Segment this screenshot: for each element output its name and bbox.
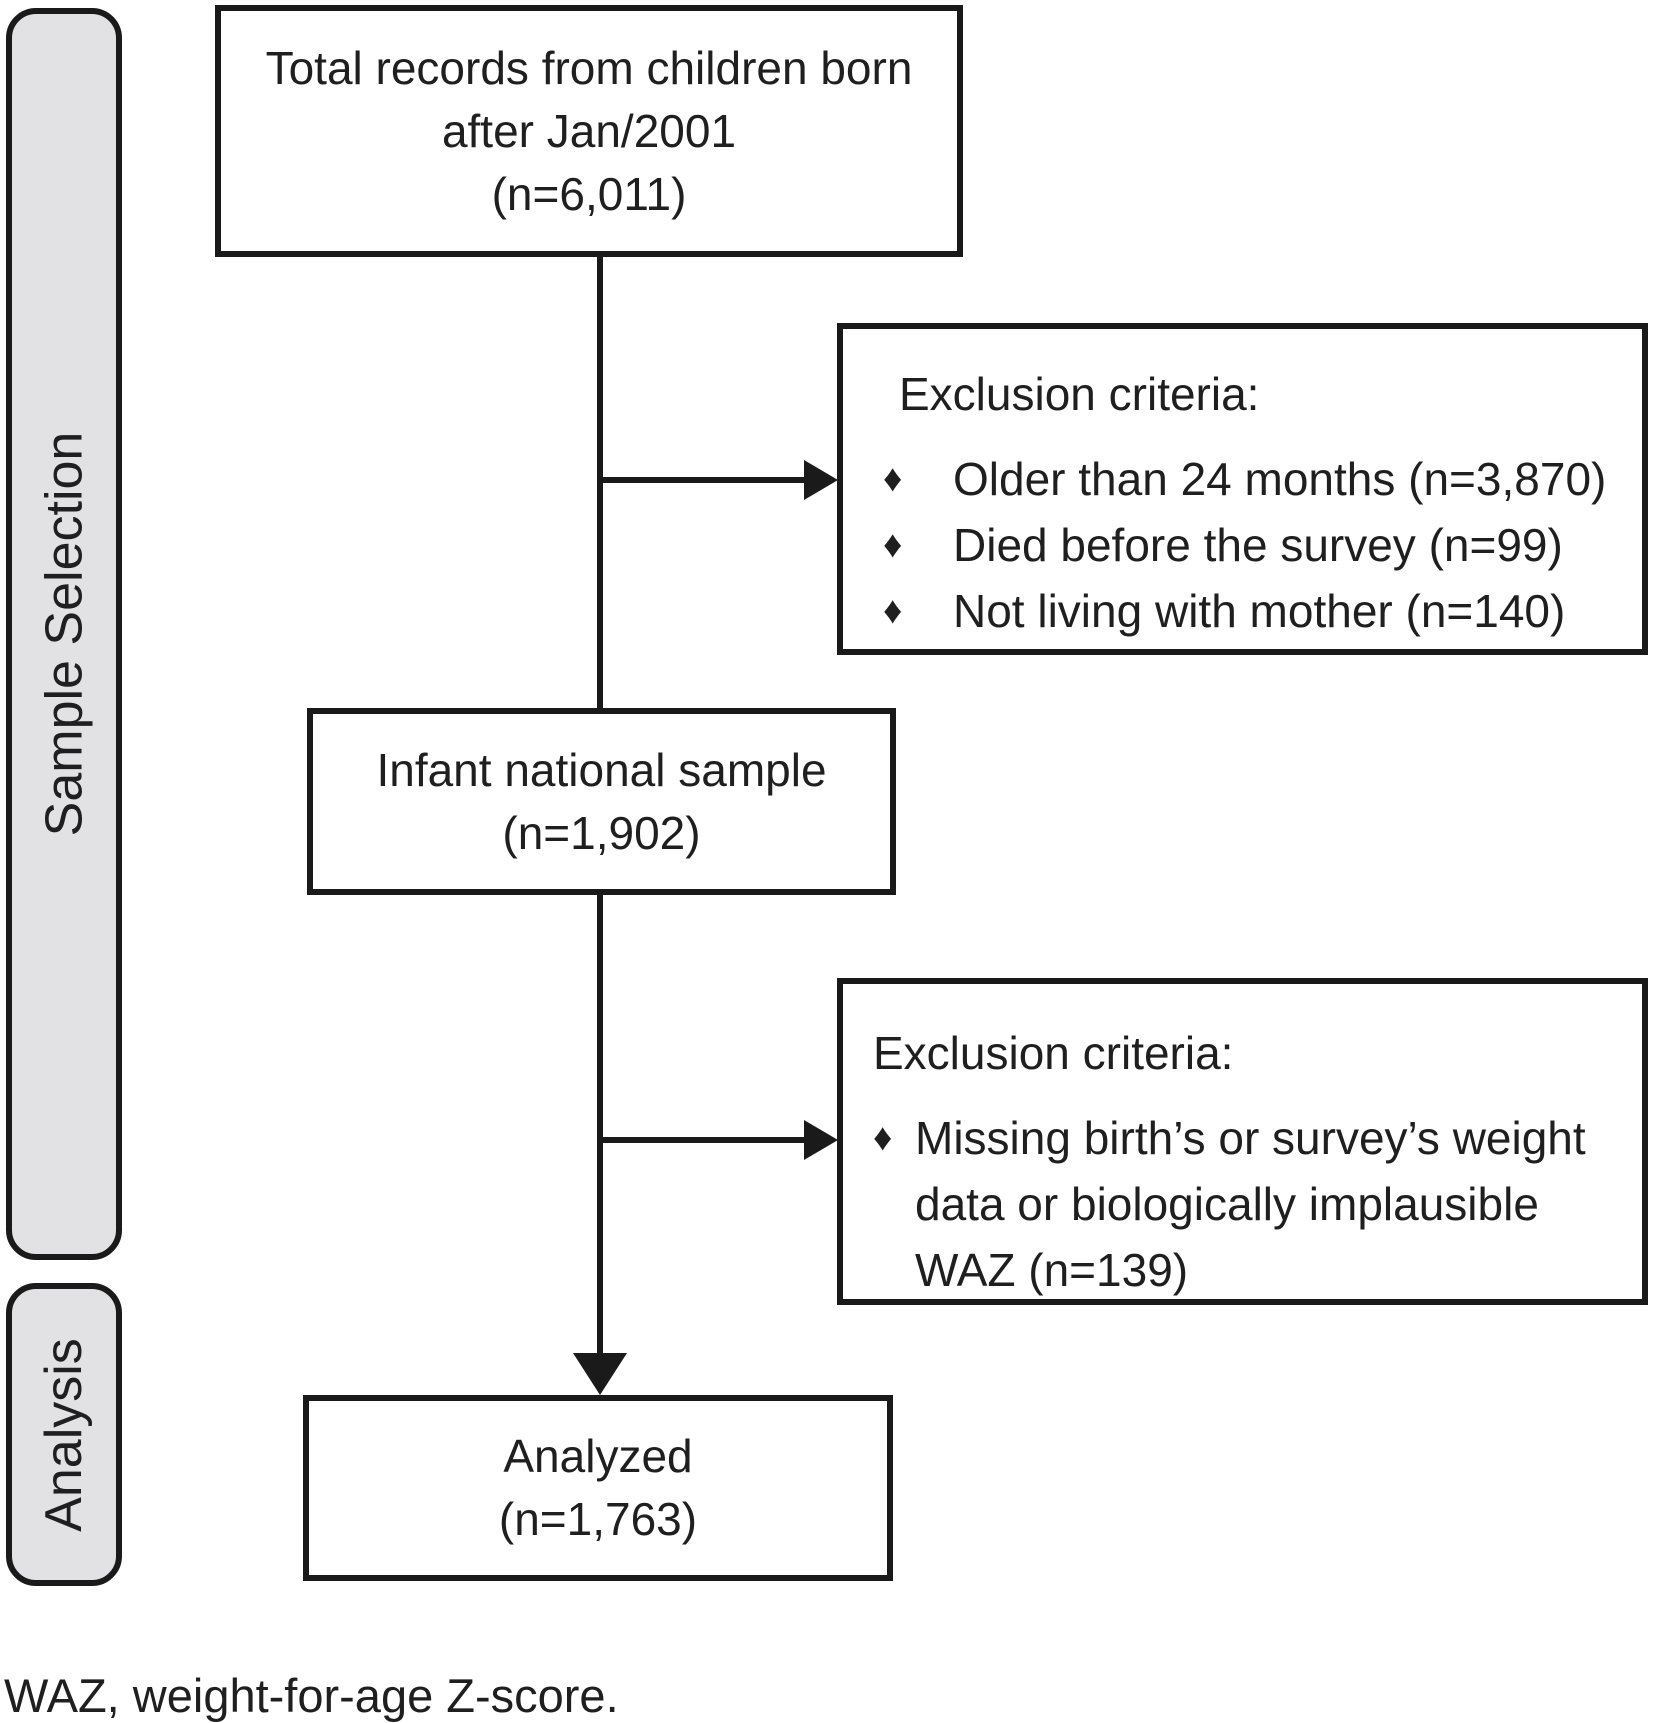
exclusion-2-item: ♦ Missing birth’s or survey’s weight dat…: [843, 1105, 1642, 1303]
connector-middle-to-analyzed: [597, 893, 603, 1358]
total-records-count: (n=6,011): [491, 167, 687, 220]
exclusion-1-heading: Exclusion criteria:: [899, 368, 1260, 420]
infant-national-sample-box: Infant national sample (n=1,902): [307, 708, 896, 895]
stage-label-sample-selection: Sample Selection: [35, 431, 93, 837]
diamond-bullet-icon: ♦: [883, 458, 903, 500]
exclusion-criteria-box-2: Exclusion criteria: ♦ Missing birth’s or…: [837, 978, 1648, 1305]
exclusion-1-item-text: Died before the survey (n=99): [953, 519, 1563, 571]
diamond-bullet-icon: ♦: [873, 1117, 893, 1159]
exclusion-1-item-text: Not living with mother (n=140): [953, 585, 1566, 637]
total-records-line-2: after Jan/2001: [441, 104, 737, 157]
arrowhead-right-icon: [804, 1120, 838, 1160]
arrowhead-down-icon: [573, 1353, 627, 1395]
arrowhead-right-icon: [804, 460, 838, 500]
total-records-box: Total records from children born after J…: [215, 5, 963, 257]
exclusion-1-item: ♦ Older than 24 months (n=3,870): [843, 446, 1642, 512]
stage-tab-sample-selection: Sample Selection: [6, 8, 122, 1260]
stage-tab-analysis: Analysis: [6, 1283, 122, 1586]
total-records-line-1: Total records from children born: [265, 41, 913, 94]
footnote: WAZ, weight-for-age Z-score.: [4, 1669, 619, 1722]
exclusion-2-heading: Exclusion criteria:: [873, 1027, 1234, 1079]
infant-sample-count: (n=1,902): [502, 806, 701, 859]
exclusion-1-item-text: Older than 24 months (n=3,870): [953, 453, 1607, 505]
stage-label-analysis: Analysis: [35, 1337, 94, 1532]
connector-top-to-middle: [597, 257, 603, 710]
diamond-bullet-icon: ♦: [883, 524, 903, 566]
exclusion-1-item: ♦ Died before the survey (n=99): [843, 512, 1642, 578]
exclusion-criteria-box-1: Exclusion criteria: ♦ Older than 24 mont…: [837, 323, 1648, 655]
exclusion-1-item: ♦ Not living with mother (n=140): [843, 578, 1642, 644]
exclusion-2-item-text: Missing birth’s or survey’s weight data …: [915, 1112, 1586, 1296]
diamond-bullet-icon: ♦: [883, 590, 903, 632]
connector-branch-to-exclusion-2: [600, 1137, 807, 1143]
infant-sample-line-1: Infant national sample: [376, 743, 827, 796]
connector-branch-to-exclusion-1: [600, 477, 807, 483]
analyzed-box: Analyzed (n=1,763): [303, 1395, 893, 1581]
analyzed-count: (n=1,763): [498, 1493, 698, 1545]
analyzed-line-1: Analyzed: [503, 1430, 693, 1482]
